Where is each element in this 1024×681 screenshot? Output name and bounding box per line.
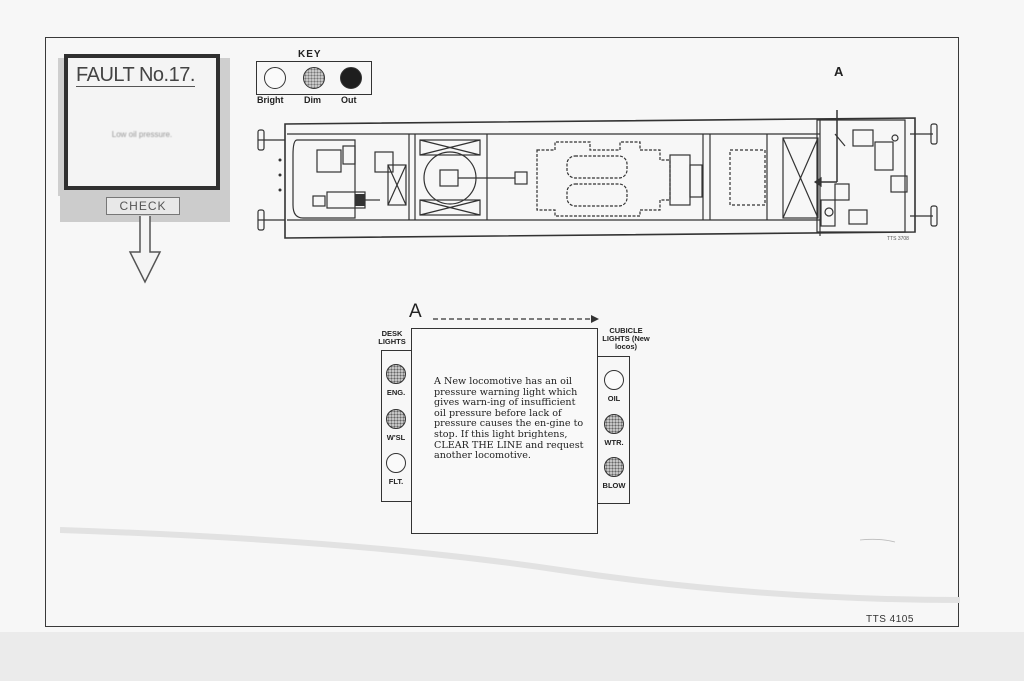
page-background-lower bbox=[0, 632, 1024, 681]
dashed-arrow-icon bbox=[433, 315, 599, 323]
page-frame bbox=[45, 37, 959, 627]
key-label-dim: Dim bbox=[304, 95, 322, 105]
section-marker-a: A bbox=[834, 64, 844, 79]
cubicle-wtr-lamp-icon bbox=[604, 414, 624, 434]
desk-flt-label: FLT. bbox=[388, 477, 404, 486]
desk-eng-label: ENG. bbox=[386, 388, 406, 397]
explanation-panel: A New locomotive has an oil pressure war… bbox=[411, 328, 598, 534]
cubicle-oil-label: OIL bbox=[607, 394, 621, 403]
desk-wsl-label: W'SL bbox=[386, 433, 406, 442]
down-arrow-icon bbox=[128, 216, 162, 284]
key-box bbox=[256, 61, 372, 95]
cubicle-lights-label: CUBICLE LIGHTS (New locos) bbox=[602, 326, 650, 351]
explanation-text: A New locomotive has an oil pressure war… bbox=[434, 376, 584, 462]
fault-title: FAULT No.17. bbox=[76, 64, 195, 87]
cubicle-blow-label: BLOW bbox=[602, 481, 626, 490]
page-reference: TTS 4105 bbox=[866, 614, 914, 625]
cubicle-blow-lamp-icon bbox=[604, 457, 624, 477]
check-button[interactable]: CHECK bbox=[106, 197, 180, 215]
key-dim-lamp-icon bbox=[303, 67, 325, 89]
fault-description: Low oil pressure. bbox=[111, 130, 173, 139]
paper-fold-shading bbox=[60, 527, 960, 603]
locomotive-plan-diagram bbox=[257, 110, 938, 239]
desk-flt-lamp-icon bbox=[386, 453, 406, 473]
key-title: KEY bbox=[298, 49, 322, 60]
desk-eng-lamp-icon bbox=[386, 364, 406, 384]
key-bright-lamp-icon bbox=[264, 67, 286, 89]
key-label-bright: Bright bbox=[257, 95, 284, 105]
panel-marker-a: A bbox=[409, 301, 422, 322]
diagram-drawing-ref: TTS 3708 bbox=[887, 236, 909, 242]
fault-card: FAULT No.17. Low oil pressure. bbox=[64, 54, 220, 190]
desk-lights-label: DESK LIGHTS bbox=[378, 329, 406, 346]
key-label-out: Out bbox=[341, 95, 357, 105]
desk-wsl-lamp-icon bbox=[386, 409, 406, 429]
key-out-lamp-icon bbox=[340, 67, 362, 89]
cubicle-wtr-label: WTR. bbox=[604, 438, 624, 447]
cubicle-oil-lamp-icon bbox=[604, 370, 624, 390]
